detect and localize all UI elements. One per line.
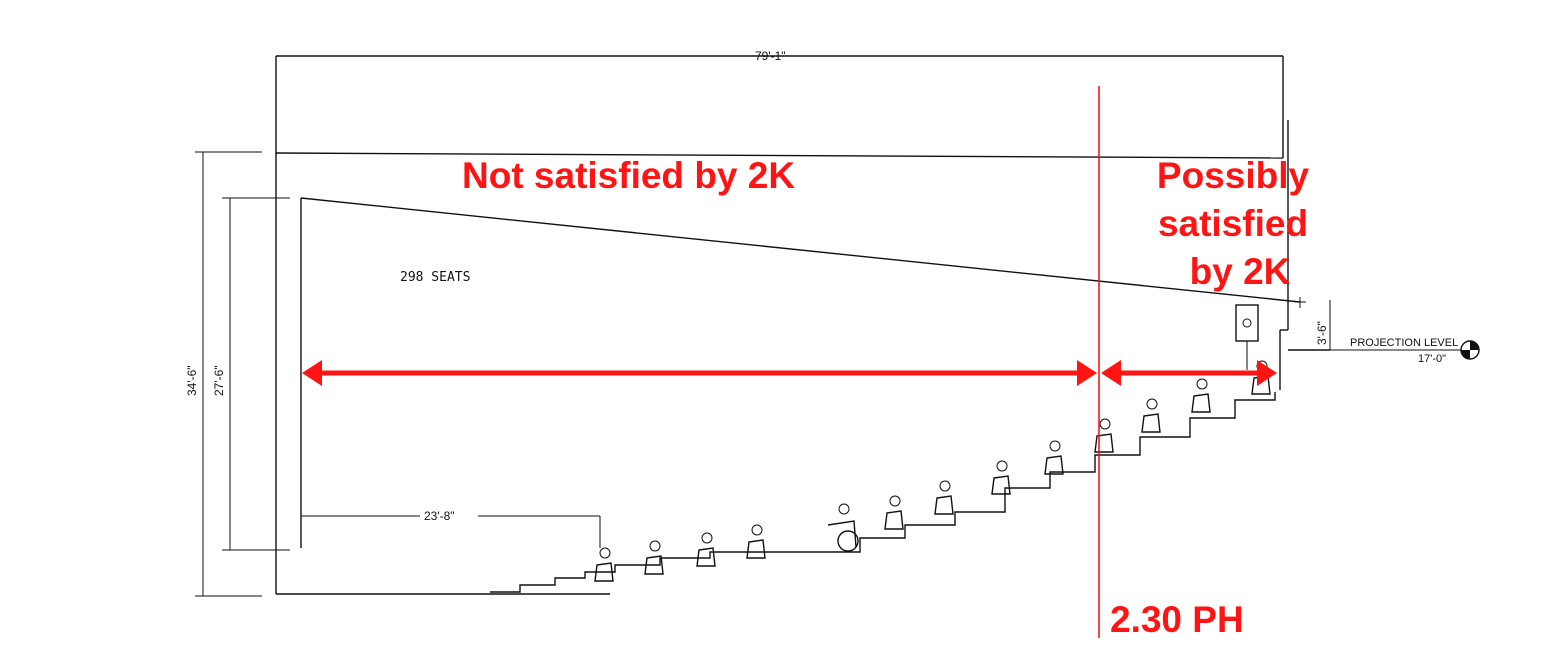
total-height-dimension-text: 34'-6" — [185, 365, 199, 396]
stepped-floor — [490, 392, 1276, 593]
projection-offset-dimension: 3'-6" — [1295, 297, 1331, 350]
room-outline — [275, 55, 1330, 595]
total-height-dimension: 34'-6" — [185, 151, 262, 597]
seat-row-group — [594, 304, 1271, 582]
projector-icon — [1235, 304, 1259, 370]
first-row-dimension-text: 23'-8" — [424, 509, 455, 523]
seat-icon — [746, 524, 766, 559]
threshold-label: 2.30 PH — [1110, 599, 1244, 640]
zone-left-arrow — [302, 360, 1097, 386]
annotation-overlay: Not satisfied by 2K Possibly satisfied b… — [302, 86, 1310, 640]
elevation-target-icon — [1460, 340, 1480, 360]
seat-icon — [644, 540, 664, 575]
zone-right-label-line-2: satisfied — [1158, 203, 1308, 244]
width-dimension-text: 79'-1" — [755, 49, 786, 63]
screen-height-dimension-text: 27'-6" — [212, 365, 226, 396]
seat-icon — [991, 460, 1011, 495]
projection-elevation-label: 17'-0" — [1418, 353, 1446, 365]
seats-count-label: 298 SEATS — [400, 270, 470, 285]
width-dimension: 79'-1" — [755, 49, 786, 63]
first-row-dimension: 23'-8" — [301, 509, 601, 548]
projection-level-marker: PROJECTION LEVEL 17'-0" — [1288, 337, 1480, 365]
seat-icon — [696, 532, 716, 567]
zone-left-label: Not satisfied by 2K — [462, 155, 795, 196]
seat-icon — [1141, 398, 1161, 433]
seat-icon — [1094, 418, 1114, 453]
screen-wall — [300, 197, 1301, 548]
seat-icon — [934, 480, 954, 515]
projection-level-label: PROJECTION LEVEL — [1350, 337, 1458, 349]
seat-icon — [1044, 440, 1064, 475]
zone-right-label-line-3: by 2K — [1190, 251, 1291, 292]
seat-icon — [594, 547, 614, 582]
wheelchair-icon — [827, 503, 859, 552]
seat-icon — [1191, 378, 1211, 413]
projection-offset-text: 3'-6" — [1315, 321, 1329, 345]
zone-right-label-line-1: Possibly — [1157, 155, 1310, 196]
seat-icon — [884, 495, 904, 530]
zone-right-arrow — [1101, 360, 1277, 386]
screen-height-dimension: 27'-6" — [212, 197, 290, 551]
